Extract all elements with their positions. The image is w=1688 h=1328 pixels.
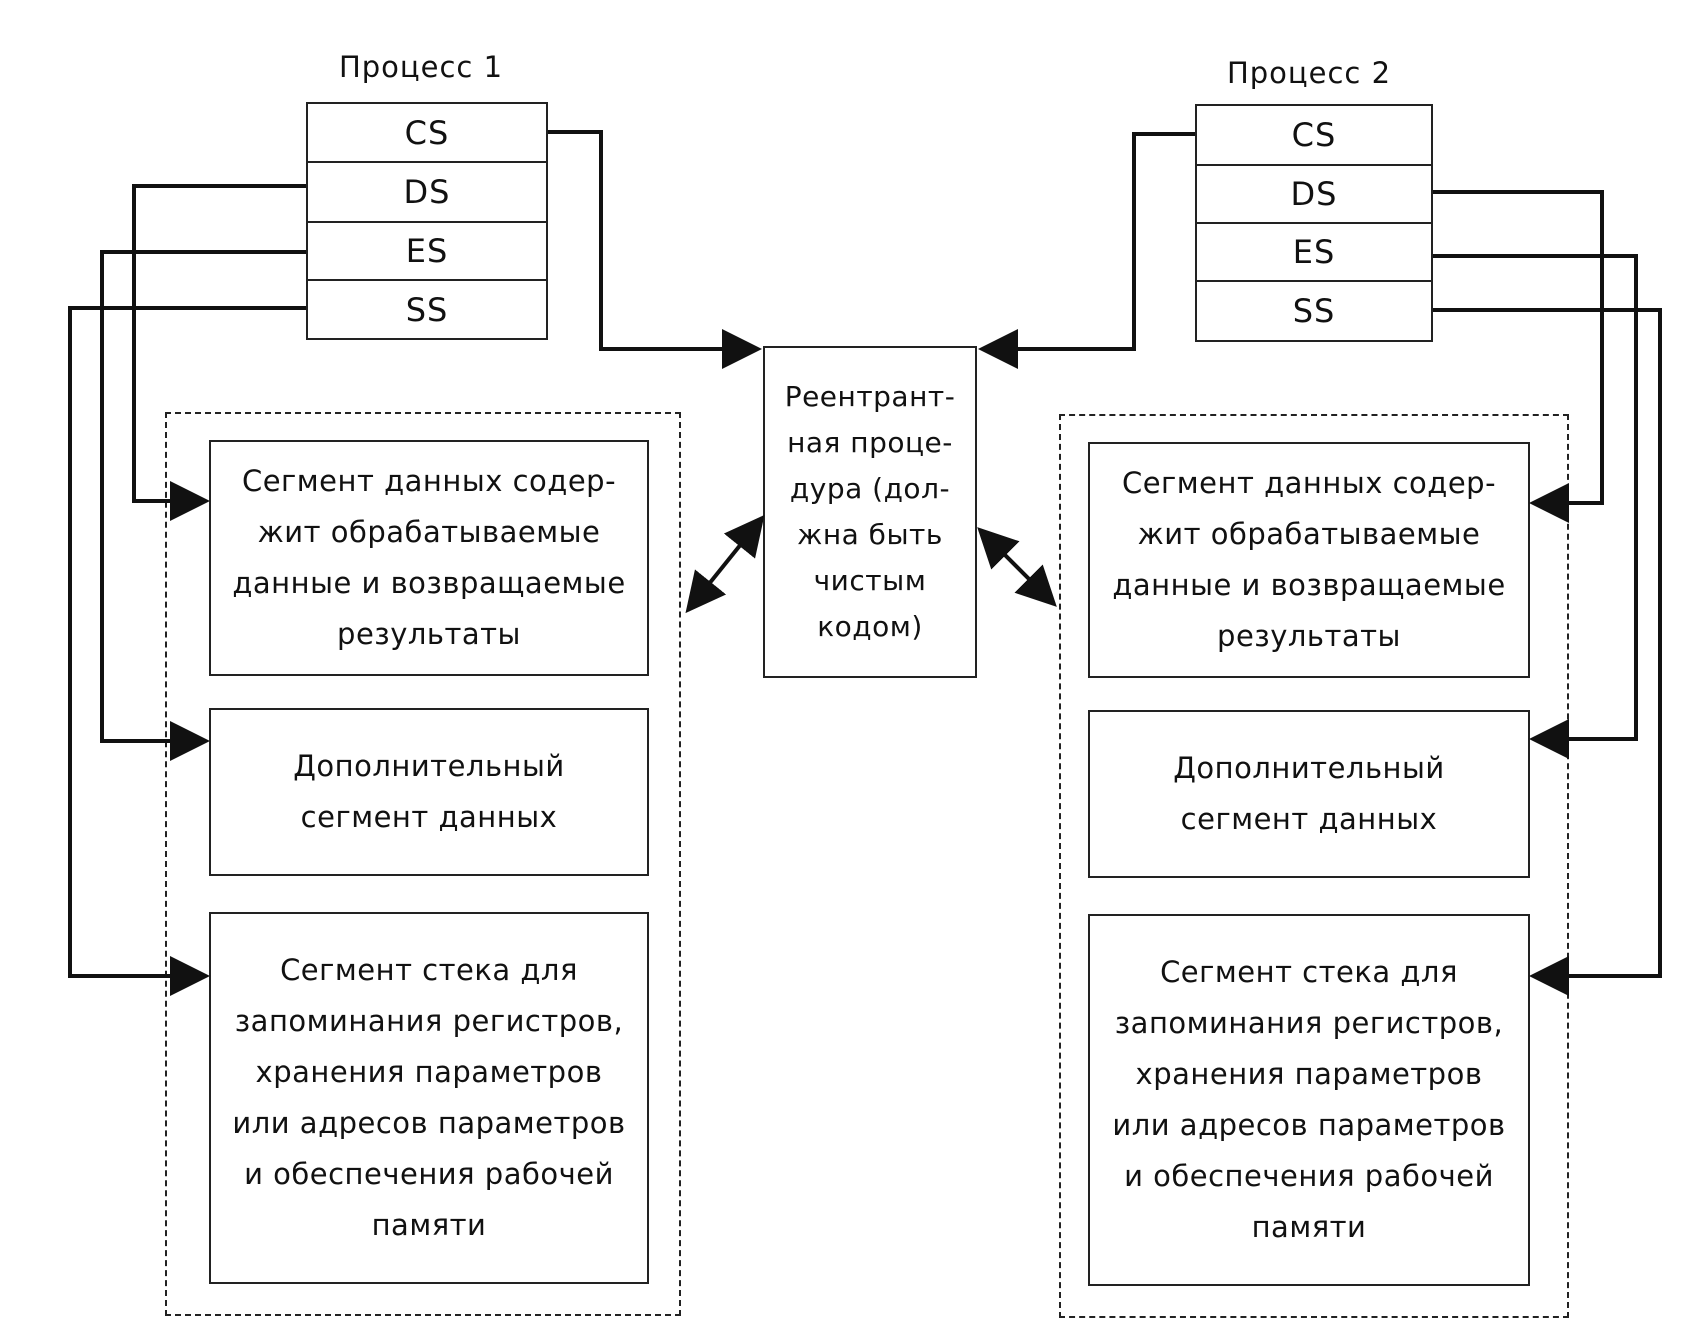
process1-data-segment: Сегмент данных содер- жит обрабатываемые… — [209, 440, 649, 676]
reentrant-procedure-box: Реентрант- ная проце- дура (дол- жна быт… — [763, 346, 977, 678]
p2-procedure-link — [977, 527, 1057, 607]
process2-data-segment-text: Сегмент данных содер- жит обрабатываемые… — [1112, 466, 1506, 653]
p2-cs-connector — [978, 132, 1195, 369]
process2-data-segment: Сегмент данных содер- жит обрабатываемые… — [1088, 442, 1530, 678]
process1-extra-segment-text: Дополнительный сегмент данных — [293, 749, 565, 834]
process2-extra-segment: Дополнительный сегмент данных — [1088, 710, 1530, 878]
process1-register-es: ES — [308, 223, 546, 281]
process2-register-ds: DS — [1197, 166, 1431, 224]
process2-stack-segment: Сегмент стека для запоминания регистров,… — [1088, 914, 1530, 1286]
reentrant-procedure-text: Реентрант- ная проце- дура (дол- жна быт… — [784, 380, 956, 643]
process1-register-ss: SS — [405, 290, 449, 329]
process2-title: Процесс 2 — [1226, 56, 1392, 90]
process1-stack-segment-text: Сегмент стека для запоминания регистров,… — [232, 953, 626, 1242]
process2-register-ss: SS — [1292, 292, 1336, 330]
process1-register-ds: DS — [308, 163, 546, 223]
process2-register-table: CS DS ES SS — [1195, 104, 1433, 342]
process2-extra-segment-text: Дополнительный сегмент данных — [1173, 751, 1445, 836]
process1-data-segment-text: Сегмент данных содер- жит обрабатываемые… — [232, 464, 626, 651]
process1-extra-segment: Дополнительный сегмент данных — [209, 708, 649, 876]
p1-cs-connector — [548, 130, 762, 369]
process2-register-es: ES — [1197, 224, 1431, 282]
process1-stack-segment: Сегмент стека для запоминания регистров,… — [209, 912, 649, 1284]
process1-register-table: CS DS ES SS — [306, 102, 548, 340]
process1-title: Процесс 1 — [338, 50, 504, 84]
process1-register-cs: CS — [308, 104, 546, 163]
process2-stack-segment-text: Сегмент стека для запоминания регистров,… — [1112, 955, 1506, 1244]
p1-procedure-link — [685, 514, 765, 614]
process2-register-cs: CS — [1197, 106, 1431, 166]
